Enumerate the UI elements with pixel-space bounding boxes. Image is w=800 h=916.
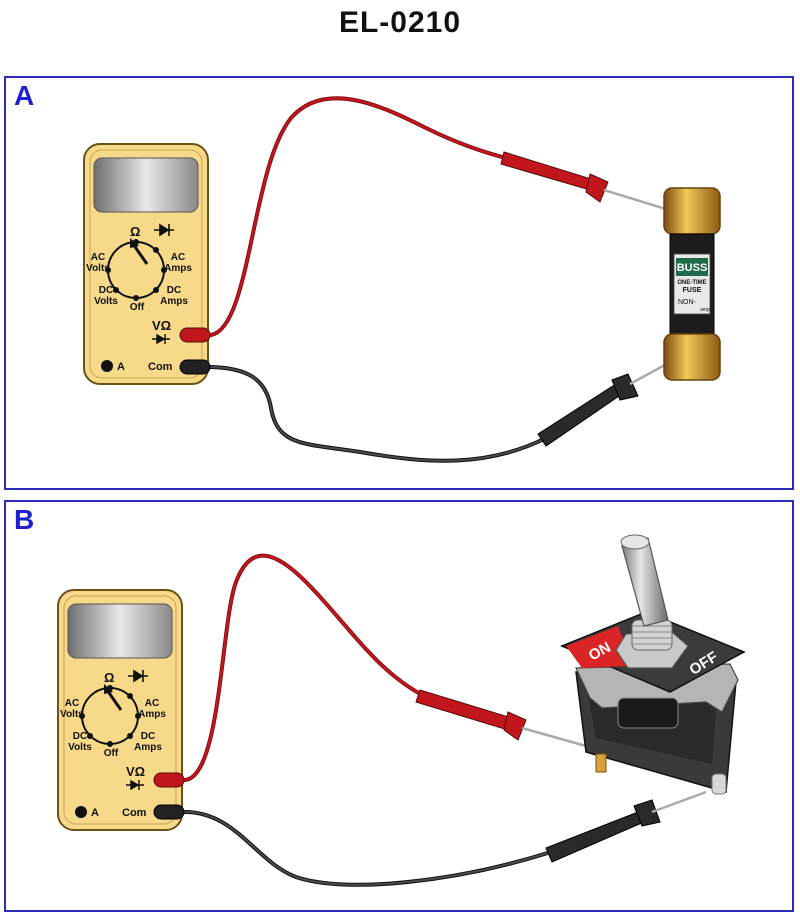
ac-volts-label-1: AC bbox=[91, 252, 105, 263]
ac-amps-label-2: Amps bbox=[138, 709, 166, 720]
com-jack-label: Com bbox=[122, 807, 147, 819]
off-label: Off bbox=[130, 302, 145, 313]
meter-display bbox=[93, 157, 199, 213]
lever-tip bbox=[620, 534, 650, 550]
fuse-brand: BUSS bbox=[677, 262, 708, 274]
a-jack bbox=[75, 806, 87, 818]
panel-b-illustration: Ω AC Volts AC Amps DC Volts DC Amps Off … bbox=[57, 534, 746, 887]
terminal-left bbox=[595, 753, 607, 773]
page-title: EL-0210 bbox=[338, 6, 462, 39]
fuse-line3: NON- bbox=[678, 299, 697, 306]
fuse-bottom-cap bbox=[663, 333, 721, 381]
red-test-lead bbox=[209, 97, 508, 337]
red-probe bbox=[415, 689, 587, 748]
dc-amps-label-2: Amps bbox=[160, 296, 188, 307]
black-probe bbox=[545, 790, 707, 863]
diode-symbol-top bbox=[154, 223, 174, 237]
panel-b: Ω AC Volts AC Amps DC Volts DC Amps Off … bbox=[4, 500, 794, 912]
ac-amps-label-1: AC bbox=[171, 252, 185, 263]
fuse-line4: amp bbox=[700, 307, 710, 313]
multimeter: Ω AC Volts AC Amps DC Volts DC Amps Off … bbox=[57, 589, 183, 831]
black-test-lead bbox=[210, 366, 547, 462]
red-plug bbox=[179, 327, 211, 343]
black-plug bbox=[179, 359, 211, 375]
dc-amps-label-1: DC bbox=[167, 285, 181, 296]
panel-a: Ω AC Volts AC Amps DC Volts DC Amps Off … bbox=[4, 76, 794, 490]
panel-b-label: B bbox=[14, 504, 35, 535]
diode-symbol-jack bbox=[126, 779, 144, 791]
red-test-lead bbox=[183, 554, 428, 782]
ac-volts-label-1: AC bbox=[65, 698, 79, 709]
dc-amps-label-2: Amps bbox=[134, 742, 162, 753]
fuse-line2: FUSE bbox=[683, 287, 702, 294]
ac-volts-label-2: Volts bbox=[60, 709, 84, 720]
terminal-right bbox=[711, 773, 727, 795]
off-label: Off bbox=[104, 748, 119, 759]
a-jack-label: A bbox=[117, 361, 125, 373]
a-jack-label: A bbox=[91, 807, 99, 819]
fuse-line1: ONE-TIME bbox=[677, 280, 706, 286]
dc-volts-label-2: Volts bbox=[68, 742, 92, 753]
black-test-lead bbox=[184, 811, 552, 886]
multimeter: Ω AC Volts AC Amps DC Volts DC Amps Off … bbox=[83, 143, 209, 385]
dc-volts-label-1: DC bbox=[99, 285, 113, 296]
ac-amps-label-1: AC bbox=[145, 698, 159, 709]
ac-amps-label-2: Amps bbox=[164, 263, 192, 274]
selector-pointer bbox=[105, 689, 123, 711]
on-label-plate bbox=[566, 626, 634, 668]
diode-symbol-jack bbox=[152, 333, 170, 345]
a-jack bbox=[101, 360, 113, 372]
vohm-label: VΩ bbox=[126, 764, 145, 779]
ohm-label: Ω bbox=[104, 670, 114, 685]
selector-pointer bbox=[131, 243, 149, 265]
panel-a-illustration: Ω AC Volts AC Amps DC Volts DC Amps Off … bbox=[83, 96, 721, 463]
toggle-switch: ON OFF bbox=[560, 534, 746, 795]
black-plug bbox=[153, 804, 185, 820]
black-probe bbox=[537, 346, 697, 447]
dc-volts-label-2: Volts bbox=[94, 296, 118, 307]
toggle-lever bbox=[621, 537, 669, 627]
fuse: BUSS ONE-TIME FUSE NON- amp bbox=[663, 187, 721, 381]
dc-volts-label-1: DC bbox=[73, 731, 87, 742]
red-plug bbox=[153, 772, 185, 788]
diode-symbol-top bbox=[128, 669, 148, 683]
com-jack-label: Com bbox=[148, 361, 173, 373]
panel-a-label: A bbox=[14, 80, 35, 111]
red-probe bbox=[500, 151, 683, 216]
fuse-top-cap bbox=[663, 187, 721, 235]
dc-amps-label-1: DC bbox=[141, 731, 155, 742]
vohm-label: VΩ bbox=[152, 318, 171, 333]
ac-volts-label-2: Volts bbox=[86, 263, 110, 274]
meter-display bbox=[67, 603, 173, 659]
ohm-label: Ω bbox=[130, 224, 140, 239]
